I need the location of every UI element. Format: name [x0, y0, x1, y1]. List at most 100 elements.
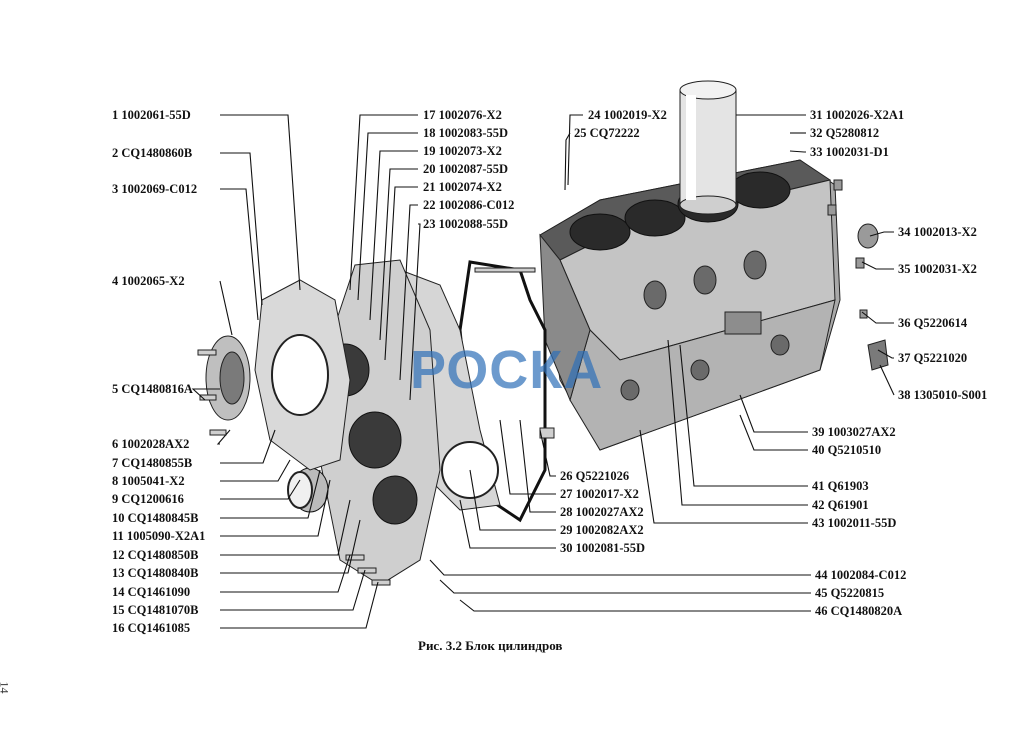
- callout-1: 1 1002061-55D: [112, 108, 191, 122]
- leader-33: [789, 150, 806, 153]
- side-plugs: [827, 179, 889, 371]
- callout-28: 28 1002027AX2: [560, 505, 644, 519]
- callout-14: 14 CQ1461090: [112, 585, 191, 599]
- front-cover-opening: [271, 334, 329, 416]
- leader-46: [459, 599, 811, 612]
- figure-caption: Рис. 3.2 Блок цилиндров: [418, 638, 563, 653]
- callout-45: 45 Q5220815: [815, 586, 885, 600]
- leader-15: [220, 569, 366, 611]
- callout-43: 43 1002011-55D: [812, 516, 897, 530]
- callout-25: 25 CQ72222: [574, 126, 640, 140]
- leader-14: [220, 554, 351, 593]
- callout-26: 26 Q5221026: [560, 469, 630, 483]
- callout-34: 34 1002013-X2: [898, 225, 977, 239]
- leader-30: [459, 499, 556, 549]
- callout-38: 38 1305010-S001: [898, 388, 988, 402]
- leader-5: [191, 388, 220, 401]
- callout-10: 10 CQ1480845B: [112, 511, 199, 525]
- leader-37: [877, 349, 894, 359]
- callout-23: 23 1002088-55D: [423, 217, 509, 231]
- leader-21: [384, 186, 418, 361]
- bolts: [197, 267, 555, 586]
- leader-36: [861, 311, 894, 324]
- callout-21: 21 1002074-X2: [423, 180, 502, 194]
- callout-46: 46 CQ1480820A: [815, 604, 903, 618]
- callout-36: 36 Q5220614: [898, 316, 968, 330]
- leader-35: [861, 261, 894, 270]
- leader-40: [739, 414, 808, 451]
- callout-37: 37 Q5221020: [898, 351, 968, 365]
- leader-13: [220, 519, 361, 574]
- callout-44: 44 1002084-C012: [815, 568, 907, 582]
- leader-17: [349, 114, 418, 291]
- callout-20: 20 1002087-55D: [423, 162, 509, 176]
- callout-15: 15 CQ1481070B: [112, 603, 199, 617]
- leader-4: [219, 280, 233, 336]
- callout-5: 5 CQ1480816A: [112, 382, 193, 396]
- callout-32: 32 Q5280812: [810, 126, 880, 140]
- leader-19: [369, 150, 418, 321]
- leader-2: [220, 152, 263, 306]
- callout-16: 16 CQ1461085: [112, 621, 191, 635]
- leader-29: [469, 469, 556, 531]
- callout-41: 41 Q61903: [812, 479, 869, 493]
- leader-44: [429, 559, 811, 576]
- callout-11: 11 1005090-X2A1: [112, 529, 206, 543]
- callout-24: 24 1002019-X2: [588, 108, 667, 122]
- leader-43: [639, 429, 808, 524]
- leader-42: [667, 339, 808, 506]
- callout-40: 40 Q5210510: [812, 443, 882, 457]
- leader-12: [220, 499, 351, 556]
- leader-45: [439, 579, 811, 594]
- watermark: РОСКА: [410, 340, 603, 400]
- leader-26: [539, 429, 556, 477]
- leader-34: [869, 231, 894, 237]
- callout-17: 17 1002076-X2: [423, 108, 502, 122]
- callout-33: 33 1002031-D1: [810, 145, 889, 159]
- callout-6: 6 1002028AX2: [112, 437, 190, 451]
- leader-3: [220, 188, 259, 321]
- cover-plate-inner: [219, 351, 245, 405]
- leader-38: [879, 364, 895, 396]
- callout-39: 39 1003027AX2: [812, 425, 896, 439]
- callout-12: 12 CQ1480850B: [112, 548, 199, 562]
- page-number: 14: [0, 681, 12, 694]
- leader-11: [220, 479, 331, 537]
- leader-25: [564, 132, 571, 191]
- leader-20: [379, 168, 418, 341]
- callout-42: 42 Q61901: [812, 498, 869, 512]
- cylinder-liner: [679, 80, 737, 215]
- oil-seal: [287, 471, 313, 509]
- callout-22: 22 1002086-C012: [423, 198, 515, 212]
- leader-10: [220, 469, 321, 519]
- leader-27: [499, 419, 556, 495]
- leader-9: [220, 479, 301, 500]
- callout-27: 27 1002017-X2: [560, 487, 639, 501]
- callout-35: 35 1002031-X2: [898, 262, 977, 276]
- leader-23: [409, 223, 421, 401]
- block-ports: [620, 250, 790, 401]
- callout-2: 2 CQ1480860B: [112, 146, 193, 160]
- leader-24: [567, 114, 583, 186]
- callout-31: 31 1002026-X2A1: [810, 108, 905, 122]
- leader-28: [519, 419, 556, 513]
- callout-9: 9 CQ1200616: [112, 492, 184, 506]
- leader-16: [220, 581, 379, 629]
- callout-30: 30 1002081-55D: [560, 541, 646, 555]
- leader-22: [399, 204, 418, 381]
- callout-4: 4 1002065-X2: [112, 274, 185, 288]
- leader-39: [739, 394, 808, 433]
- callout-29: 29 1002082AX2: [560, 523, 644, 537]
- callout-19: 19 1002073-X2: [423, 144, 502, 158]
- leader-8: [220, 459, 291, 482]
- leader-41: [679, 344, 808, 487]
- leader-1: [220, 114, 301, 291]
- callout-13: 13 CQ1480840B: [112, 566, 199, 580]
- callout-3: 3 1002069-C012: [112, 182, 198, 196]
- callout-18: 18 1002083-55D: [423, 126, 509, 140]
- leader-lines: [191, 114, 895, 629]
- callout-7: 7 CQ1480855B: [112, 456, 193, 470]
- callout-8: 8 1005041-X2: [112, 474, 185, 488]
